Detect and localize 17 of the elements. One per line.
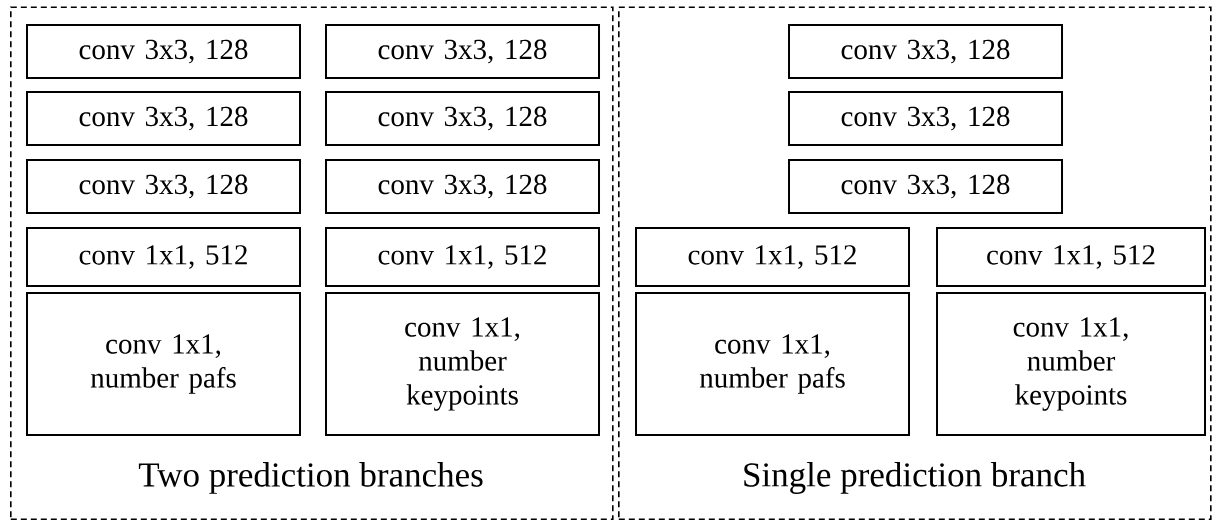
layer-box: conv 3x3, 128 <box>26 91 301 146</box>
layer-box: conv 3x3, 128 <box>325 159 600 214</box>
layer-box: conv 1x1, number keypoints <box>936 292 1206 436</box>
layer-box: conv 1x1, number keypoints <box>325 292 600 436</box>
layer-box: conv 1x1, 512 <box>26 227 301 287</box>
layer-box: conv 3x3, 128 <box>325 91 600 146</box>
layer-box: conv 1x1, 512 <box>936 227 1206 287</box>
layer-box: conv 1x1, 512 <box>325 227 600 287</box>
layer-box: conv 3x3, 128 <box>26 159 301 214</box>
layer-box: conv 1x1, number pafs <box>26 292 301 436</box>
layer-box: conv 3x3, 128 <box>788 24 1063 79</box>
layer-box: conv 1x1, 512 <box>635 227 910 287</box>
layer-box: conv 3x3, 128 <box>26 24 301 79</box>
layer-box: conv 3x3, 128 <box>325 24 600 79</box>
layer-box: conv 1x1, number pafs <box>635 292 910 436</box>
layer-box: conv 3x3, 128 <box>788 91 1063 146</box>
layer-box: conv 3x3, 128 <box>788 159 1063 214</box>
